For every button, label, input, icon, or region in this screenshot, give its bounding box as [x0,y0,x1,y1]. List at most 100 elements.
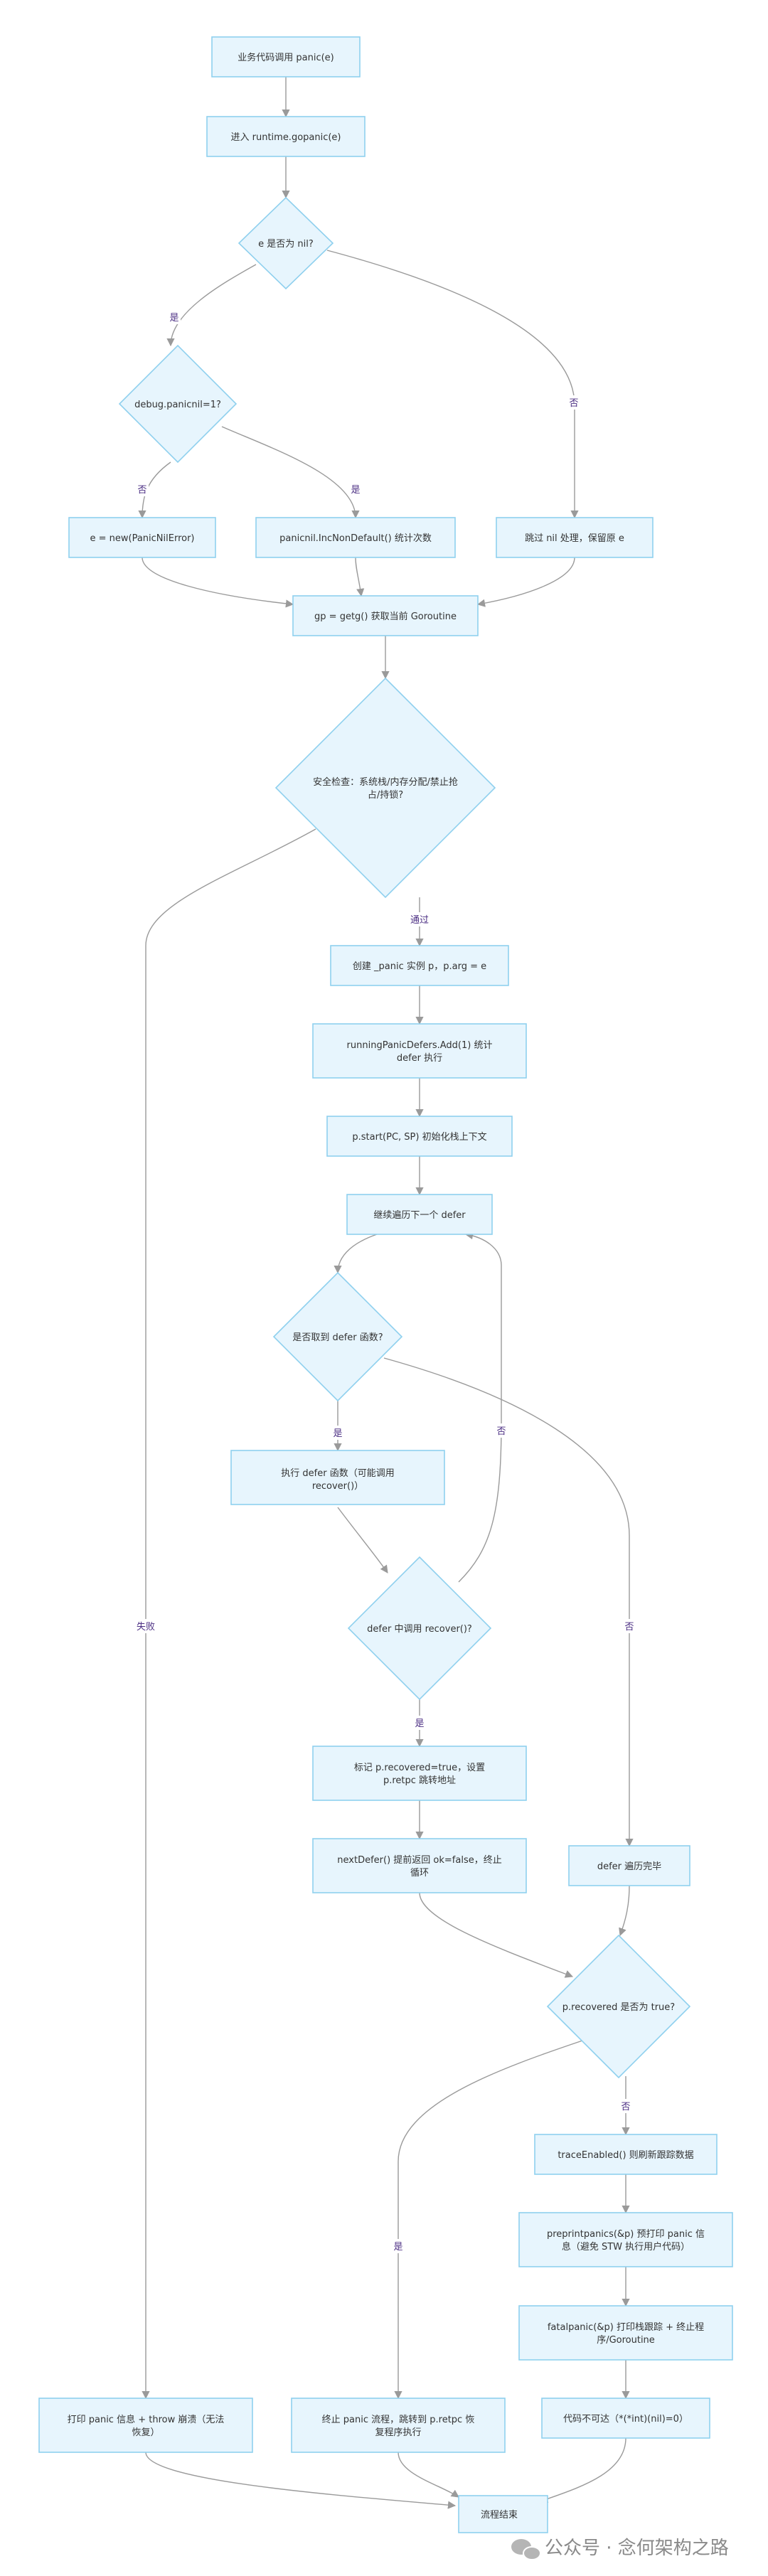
edge-label-d2-yes: 是 [349,482,362,496]
node-label: defer 遍历完毕 [597,1861,661,1872]
svg-text:否: 否 [569,398,578,409]
node-label-line: runningPanicDefers.Add(1) 统计 [347,1040,493,1051]
node-label-line: 循环 [410,1868,429,1878]
node-label-line: 代码不可达（*(*int)(nil)=0） [563,2414,688,2425]
wechat-icon [511,2539,541,2560]
node-label: e = new(PanicNilError) [90,533,194,544]
edge-label-d4-yes: 是 [331,1426,344,1440]
edge-label-d1-no: 否 [567,395,580,410]
node-label: traceEnabled() 则刷新跟踪数据 [558,2149,693,2161]
svg-text:否: 否 [137,485,146,496]
node-label-line: 复程序执行 [375,2427,421,2438]
node-label: fatalpanic(&p) 打印栈跟踪 + 终止程序/Goroutine [548,2321,704,2346]
node-create-panic: 创建 _panic 实例 p，p.arg = e [330,945,509,986]
node-label-line: p.recovered 是否为 true? [562,2002,675,2013]
node-skip-nil: 跳过 nil 处理，保留原 e [496,517,654,558]
node-panicnil-count: panicnil.IncNonDefault() 统计次数 [255,517,456,558]
node-label-line: 是否取到 defer 函数? [292,1332,383,1343]
node-label-line: 继续遍历下一个 defer [373,1209,466,1221]
edge-label-d1-yes: 是 [168,310,181,324]
node-getg: gp = getg() 获取当前 Goroutine [292,595,479,636]
watermark-text: 公众号 · 念何架构之路 [545,2538,729,2559]
edge-label-d4-no: 否 [623,1619,636,1633]
node-throw-crash: 打印 panic 信息 + throw 崩溃（无法恢复） [38,2398,253,2453]
node-label-line: 标记 p.recovered=true，设置 [354,1763,485,1773]
edge-label-d3-pass: 通过 [407,912,432,926]
edge-d2-n4 [221,426,360,519]
node-next-defer-return: nextDefer() 提前返回 ok=false，终止循环 [312,1838,527,1893]
node-label: debug.panicnil=1? [134,400,221,410]
node-label: 流程结束 [481,2510,518,2521]
decision-safety-check: 安全检查：系统栈/内存分配/禁止抢占/持锁? [274,677,496,899]
svg-text:是: 是 [169,313,178,324]
edge-n18-n21 [539,2437,626,2503]
node-label: p.start(PC, SP) 初始化栈上下文 [352,1132,486,1143]
node-label: 代码不可达（*(*int)(nil)=0） [563,2414,688,2425]
edge-label-d2-no: 否 [136,482,149,496]
node-label-line: 打印 panic 信息 + throw 崩溃（无法 [68,2414,225,2425]
edge-n20-n21 [145,2452,457,2509]
node-label-line: 执行 defer 函数（可能调用 [281,1468,394,1479]
node-label-line: 业务代码调用 panic(e) [238,52,334,63]
decision-recover-called: defer 中调用 recover()? [347,1556,492,1701]
node-label-line: e = new(PanicNilError) [90,533,194,544]
node-next-defer: 继续遍历下一个 defer [346,1194,493,1235]
node-label: 创建 _panic 实例 p，p.arg = e [353,961,486,972]
decision-p-recovered: p.recovered 是否为 true? [546,1934,691,2079]
edge-n3-n6 [142,557,294,608]
node-label-line: 息（避免 STW 执行用户代码） [562,2241,690,2252]
edge-label-d3-fail: 失败 [133,1619,159,1633]
node-call-panic: 业务代码调用 panic(e) [211,36,361,78]
edge-n14-d6 [619,1885,630,1937]
node-label-line: defer 遍历完毕 [597,1861,661,1872]
node-label: 是否取到 defer 函数? [292,1332,383,1343]
node-new-panicnilerror: e = new(PanicNilError) [68,517,216,558]
node-defer-done: defer 遍历完毕 [568,1845,690,1886]
edge-d1-d2 [166,264,257,347]
node-label: e 是否为 nil? [258,239,314,250]
node-label-line: 序/Goroutine [597,2335,655,2346]
node-label-line: fatalpanic(&p) 打印栈跟踪 + 终止程 [548,2321,704,2333]
node-label: 打印 panic 信息 + throw 崩溃（无法恢复） [68,2414,225,2438]
node-label-line: gp = getg() 获取当前 Goroutine [314,611,457,622]
edge-d3-n20 [142,828,316,2400]
watermark: 公众号 · 念何架构之路 [511,2538,729,2560]
edge-n11-d5 [337,1507,388,1573]
node-label: panicnil.IncNonDefault() 统计次数 [279,533,432,544]
node-trace-enabled: traceEnabled() 则刷新跟踪数据 [534,2134,718,2175]
decision-e-nil: e 是否为 nil? [238,196,334,290]
svg-text:否: 否 [496,1426,506,1437]
edge-label-d6-no: 否 [619,2099,632,2113]
node-label: 安全检查：系统栈/内存分配/禁止抢占/持锁? [313,776,458,801]
svg-text:是: 是 [333,1428,342,1439]
node-label: 进入 runtime.gopanic(e) [230,132,341,143]
edge-n4-n6 [355,557,365,597]
svg-text:是: 是 [393,2242,402,2252]
node-label: p.recovered 是否为 true? [562,2002,675,2013]
node-label: 跳过 nil 处理，保留原 e [525,533,624,544]
edge-labels: 是 否 否 是 通过 失败 是 否 [133,310,636,2253]
node-label-line: p.start(PC, SP) 初始化栈上下文 [352,1132,486,1143]
svg-text:是: 是 [415,1719,424,1729]
node-label-line: 流程结束 [481,2510,518,2521]
node-label-line: defer 中调用 recover()? [367,1624,472,1635]
node-label-line: preprintpanics(&p) 预打印 panic 信 [547,2229,705,2240]
edge-d6-n19 [394,2038,587,2400]
edge-n13-d6 [419,1892,574,1978]
node-label: nextDefer() 提前返回 ok=false，终止循环 [337,1854,501,1878]
node-label: 业务代码调用 panic(e) [238,52,334,63]
decision-debug-panicnil: debug.panicnil=1? [118,344,238,464]
node-label-line: traceEnabled() 则刷新跟踪数据 [558,2149,693,2161]
node-label-line: 安全检查：系统栈/内存分配/禁止抢 [313,776,458,788]
node-label-line: nextDefer() 提前返回 ok=false，终止 [337,1854,501,1866]
node-label-line: e 是否为 nil? [258,239,314,250]
node-label-line: 占/持锁? [368,789,403,801]
edge-d4-n14 [383,1357,634,1847]
node-label-line: debug.panicnil=1? [134,400,221,410]
edge-label-d5-yes: 是 [413,1716,426,1730]
node-label: preprintpanics(&p) 预打印 panic 信息（避免 STW 执… [547,2229,705,2252]
